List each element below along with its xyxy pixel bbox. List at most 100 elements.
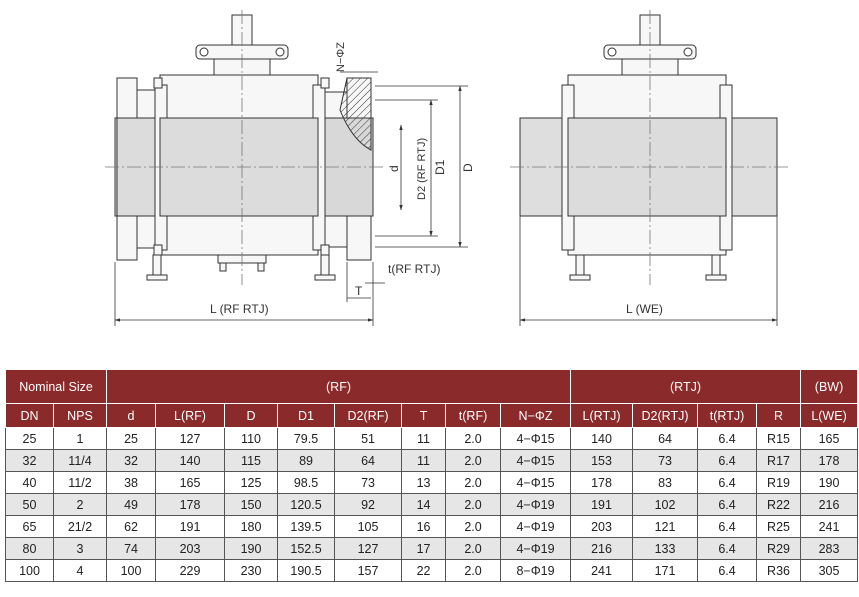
header-rf: (RF): [106, 369, 572, 404]
table-cell: 79.5: [277, 427, 336, 450]
table-cell: 178: [800, 449, 859, 472]
table-cell: 74: [106, 537, 157, 560]
table-cell: 50: [5, 493, 54, 516]
table-cell: 89: [277, 449, 336, 472]
column-header: d: [106, 403, 157, 428]
header-rtj: (RTJ): [570, 369, 802, 404]
column-header: L(WE): [800, 403, 859, 428]
column-header: N−ΦZ: [500, 403, 572, 428]
flanged-valve-view: [114, 14, 374, 281]
column-header: T: [401, 403, 447, 428]
table-cell: 2.0: [445, 559, 502, 582]
table-cell: R25: [756, 515, 802, 538]
table-cell: 241: [570, 559, 634, 582]
table-cell: 140: [570, 427, 634, 450]
table-cell: 283: [800, 537, 859, 560]
table-cell: 21/2: [52, 515, 108, 538]
table-cell: 6.4: [697, 493, 758, 516]
table-cell: 4−Φ19: [500, 493, 572, 516]
table-cell: 11/2: [52, 471, 108, 494]
table-cell: R36: [756, 559, 802, 582]
table-cell: 6.4: [697, 515, 758, 538]
table-cell: 98.5: [277, 471, 336, 494]
table-cell: R22: [756, 493, 802, 516]
table-cell: 25: [106, 427, 157, 450]
table-cell: 6.4: [697, 471, 758, 494]
table-cell: 152.5: [277, 537, 336, 560]
column-header: D2(RF): [334, 403, 403, 428]
table-cell: 139.5: [277, 515, 336, 538]
valve-drawing: N−ΦZ d D2 (RF RTJ) D1 D t(RF RTJ) T L (R…: [105, 10, 790, 326]
table-cell: 6.4: [697, 449, 758, 472]
column-header: L(RF): [155, 403, 226, 428]
table-cell: 171: [632, 559, 699, 582]
label-nz: N−ΦZ: [335, 42, 347, 72]
column-header: t(RF): [445, 403, 502, 428]
table-cell: 38: [106, 471, 157, 494]
label-D: D: [461, 163, 475, 172]
column-header: D1: [277, 403, 336, 428]
table-cell: 229: [155, 559, 226, 582]
table-cell: 32: [106, 449, 157, 472]
table-cell: 6.4: [697, 559, 758, 582]
table-cell: 127: [334, 537, 403, 560]
table-cell: 125: [224, 471, 279, 494]
column-header: DN: [5, 403, 54, 428]
table-cell: 203: [570, 515, 634, 538]
table-cell: 100: [5, 559, 54, 582]
table-cell: 157: [334, 559, 403, 582]
table-cell: 190.5: [277, 559, 336, 582]
label-T: T: [355, 284, 363, 298]
table-cell: 150: [224, 493, 279, 516]
table-cell: 305: [800, 559, 859, 582]
table-cell: 4−Φ15: [500, 471, 572, 494]
table-cell: R29: [756, 537, 802, 560]
label-t: t(RF RTJ): [388, 262, 440, 276]
table-cell: 11: [401, 427, 447, 450]
table-cell: 133: [632, 537, 699, 560]
table-cell: 8−Φ19: [500, 559, 572, 582]
table-cell: 73: [334, 471, 403, 494]
table-cell: R17: [756, 449, 802, 472]
column-header: NPS: [52, 403, 108, 428]
label-L-we: L (WE): [626, 302, 663, 316]
label-d2: D2 (RF RTJ): [416, 138, 428, 200]
table-cell: 22: [401, 559, 447, 582]
table-cell: 121: [632, 515, 699, 538]
table-group-header: Nominal Size (RF) (RTJ) (BW): [4, 369, 859, 404]
table-cell: 65: [5, 515, 54, 538]
table-cell: 1: [52, 427, 108, 450]
table-cell: 4−Φ15: [500, 449, 572, 472]
table-cell: 2.0: [445, 449, 502, 472]
table-cell: 83: [632, 471, 699, 494]
table-cell: 80: [5, 537, 54, 560]
table-cell: 165: [800, 427, 859, 450]
label-d1: D1: [433, 159, 447, 175]
table-cell: 102: [632, 493, 699, 516]
table-cell: 110: [224, 427, 279, 450]
table-cell: 127: [155, 427, 226, 450]
column-header: L(RTJ): [570, 403, 634, 428]
weld-end-valve-view: [519, 14, 778, 281]
table-cell: 16: [401, 515, 447, 538]
table-cell: 190: [224, 537, 279, 560]
table-cell: 178: [570, 471, 634, 494]
table-cell: 140: [155, 449, 226, 472]
table-cell: 64: [632, 427, 699, 450]
table-cell: 216: [800, 493, 859, 516]
table-cell: 73: [632, 449, 699, 472]
table-cell: 4−Φ19: [500, 515, 572, 538]
table-cell: 2.0: [445, 537, 502, 560]
table-cell: 165: [155, 471, 226, 494]
table-cell: 4: [52, 559, 108, 582]
header-nominal-size: Nominal Size: [4, 369, 108, 404]
table-cell: R15: [756, 427, 802, 450]
table-cell: 6.4: [697, 537, 758, 560]
table-cell: 51: [334, 427, 403, 450]
